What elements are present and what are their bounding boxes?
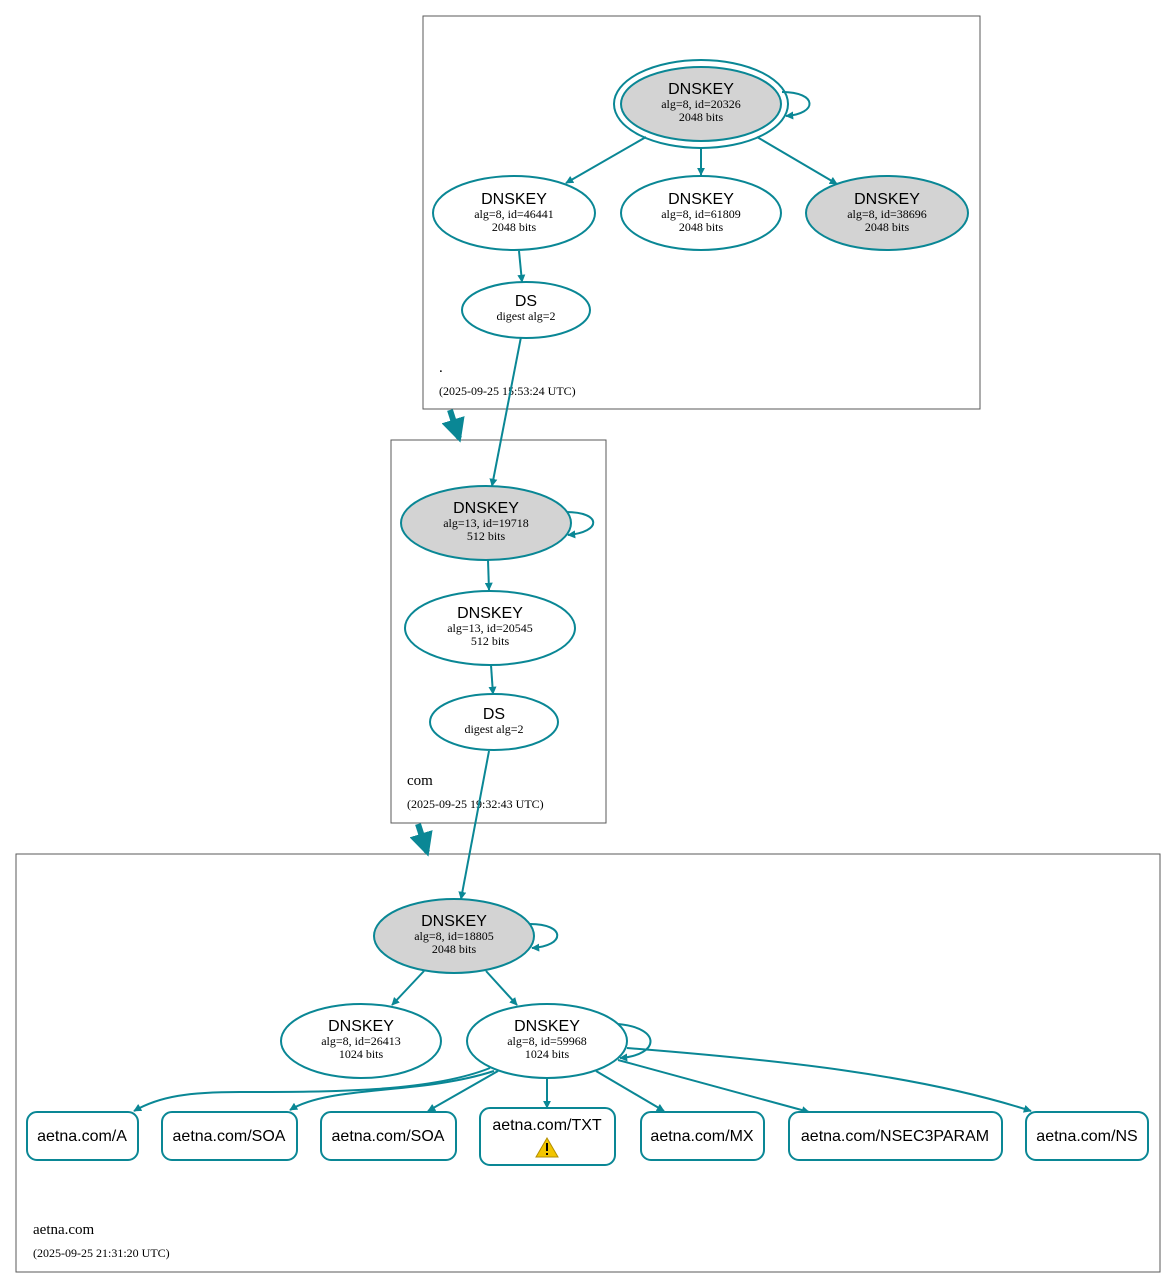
svg-text:1024 bits: 1024 bits [525,1047,570,1061]
svg-text:DNSKEY: DNSKEY [668,191,734,208]
svg-text:aetna.com/A: aetna.com/A [37,1128,127,1145]
rrset-aetna-mx[interactable]: aetna.com/MX [640,1111,765,1161]
svg-text:DNSKEY: DNSKEY [854,191,920,208]
svg-text:DNSKEY: DNSKEY [421,913,487,930]
svg-text:digest alg=2: digest alg=2 [496,309,555,323]
svg-text:2048 bits: 2048 bits [492,220,537,234]
svg-text:aetna.com/SOA: aetna.com/SOA [173,1128,286,1145]
edges [133,91,1032,1114]
zone-aetna: aetna.com (2025-09-25 21:31:20 UTC) [15,853,1161,1273]
svg-text:alg=8, id=61809: alg=8, id=61809 [661,207,741,221]
sign-edge [617,1059,810,1114]
ds-edge [488,664,497,695]
sign-edge [595,1070,665,1112]
sign-edge [133,1067,491,1112]
zone-timestamp: (2025-09-25 19:32:43 UTC) [407,797,544,811]
svg-text:DNSKEY: DNSKEY [457,605,523,622]
svg-text:alg=8, id=18805: alg=8, id=18805 [414,929,494,943]
sign-edge [391,970,425,1006]
svg-text:aetna.com/SOA: aetna.com/SOA [332,1128,445,1145]
rrset-aetna-txt[interactable]: aetna.com/TXT [479,1107,616,1166]
self-sign-edge [529,923,559,952]
svg-text:2048 bits: 2048 bits [432,942,477,956]
self-sign-edge [781,91,811,120]
sign-edge [484,559,493,591]
svg-text:DNSKEY: DNSKEY [481,191,547,208]
dnskey-node-20545[interactable]: DNSKEY alg=13, id=20545 512 bits [404,590,576,666]
sign-edge [289,1070,495,1111]
rrset-aetna-soa[interactable]: aetna.com/SOA [320,1111,457,1161]
sign-edge [756,136,838,185]
rrset-aetna-a[interactable]: aetna.com/A [26,1111,139,1161]
svg-text:DNSKEY: DNSKEY [328,1018,394,1035]
delegation-arrow [409,823,433,857]
svg-text:DS: DS [515,293,537,310]
zone-name: aetna.com [33,1222,95,1238]
svg-text:aetna.com/NSEC3PARAM: aetna.com/NSEC3PARAM [801,1128,989,1145]
self-sign-edge [565,511,595,539]
svg-text:2048 bits: 2048 bits [679,220,724,234]
ds-node-com[interactable]: DS digest alg=2 [429,693,559,751]
sign-edge [427,1070,499,1112]
sign-edge [626,1047,1032,1113]
svg-text:DNSKEY: DNSKEY [668,81,734,98]
delegation-arrow [441,409,465,443]
dnskey-node-19718[interactable]: DNSKEY alg=13, id=19718 512 bits [400,485,572,561]
svg-text:512 bits: 512 bits [471,634,510,648]
warning-triangle-icon [535,1137,559,1158]
zone-timestamp: (2025-09-25 21:31:20 UTC) [33,1246,170,1260]
zone-name: com [407,773,433,789]
dnskey-node-59968[interactable]: DNSKEY alg=8, id=59968 1024 bits [466,1003,628,1079]
svg-text:alg=8, id=46441: alg=8, id=46441 [474,207,554,221]
dnskey-node-38696[interactable]: DNSKEY alg=8, id=38696 2048 bits [805,175,969,251]
ds-node-root[interactable]: DS digest alg=2 [461,281,591,339]
svg-text:alg=8, id=26413: alg=8, id=26413 [321,1034,401,1048]
svg-text:2048 bits: 2048 bits [679,110,724,124]
self-sign-edge [617,1023,652,1062]
svg-text:512 bits: 512 bits [467,529,506,543]
svg-text:alg=13, id=19718: alg=13, id=19718 [443,516,529,530]
svg-text:DNSKEY: DNSKEY [514,1018,580,1035]
dnskey-node-20326[interactable]: DNSKEY alg=8, id=20326 2048 bits [613,59,789,149]
svg-text:alg=8, id=59968: alg=8, id=59968 [507,1034,587,1048]
zone-com: com (2025-09-25 19:32:43 UTC) [390,439,607,824]
svg-text:DNSKEY: DNSKEY [453,500,519,517]
zone-name: . [439,360,443,376]
dnskey-node-61809[interactable]: DNSKEY alg=8, id=61809 2048 bits [620,175,782,251]
ds-link-edge [489,336,522,487]
svg-text:DS: DS [483,706,505,723]
rrset-aetna-soa[interactable]: aetna.com/SOA [161,1111,298,1161]
svg-text:1024 bits: 1024 bits [339,1047,384,1061]
svg-text:digest alg=2: digest alg=2 [464,722,523,736]
svg-text:alg=13, id=20545: alg=13, id=20545 [447,621,533,635]
ds-edge [517,250,526,283]
sign-edge [485,970,518,1006]
sign-edge [565,136,647,184]
rrset-aetna-ns[interactable]: aetna.com/NS [1025,1111,1149,1161]
zone-root: . (2025-09-25 15:53:24 UTC) [422,15,981,410]
rrset-aetna-nsec3param[interactable]: aetna.com/NSEC3PARAM [788,1111,1003,1161]
zone-timestamp: (2025-09-25 15:53:24 UTC) [439,384,576,398]
dnskey-node-46441[interactable]: DNSKEY alg=8, id=46441 2048 bits [432,175,596,251]
dnskey-node-26413[interactable]: DNSKEY alg=8, id=26413 1024 bits [280,1003,442,1079]
dnskey-node-18805[interactable]: DNSKEY alg=8, id=18805 2048 bits [373,898,535,974]
svg-text:alg=8, id=20326: alg=8, id=20326 [661,97,741,111]
svg-text:aetna.com/TXT: aetna.com/TXT [492,1117,602,1134]
svg-text:2048 bits: 2048 bits [865,220,910,234]
svg-text:aetna.com/MX: aetna.com/MX [650,1128,753,1145]
svg-text:aetna.com/NS: aetna.com/NS [1036,1128,1137,1145]
ds-link-edge [458,750,490,900]
svg-text:alg=8, id=38696: alg=8, id=38696 [847,207,927,221]
